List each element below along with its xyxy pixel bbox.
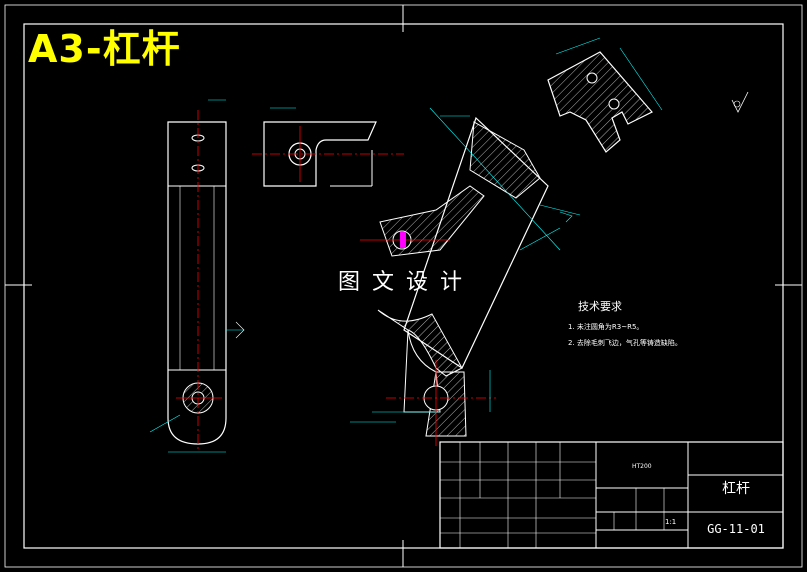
sheet-frame — [4, 4, 803, 568]
technical-requirement-2: 2. 去除毛刺飞边，气孔等铸造缺陷。 — [568, 339, 682, 347]
partial-view-a — [252, 107, 404, 187]
watermark-text: 图文设计 — [338, 270, 475, 295]
drawing-number: GG-11-01 — [707, 522, 765, 536]
technical-requirement-1: 1. 未注圆角为R3~R5。 — [568, 323, 644, 331]
material-label: HT200 — [632, 463, 652, 470]
technical-requirements-title: 技术要求 — [578, 300, 622, 313]
title-block — [439, 441, 784, 549]
front-view — [149, 99, 245, 453]
main-view — [350, 107, 581, 446]
roughness-symbol — [731, 91, 749, 113]
section-view-b — [547, 37, 663, 153]
scale-value: 1:1 — [665, 518, 677, 526]
part-name: 杠杆 — [722, 481, 750, 497]
drawing-heading: A3-杠杆 — [28, 27, 181, 71]
